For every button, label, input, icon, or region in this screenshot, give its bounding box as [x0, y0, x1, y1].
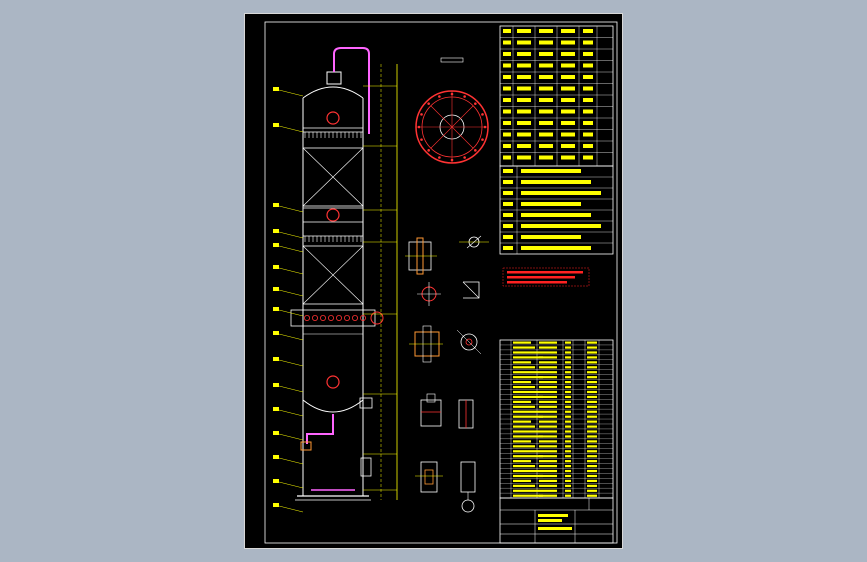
- manway-top: [326, 111, 340, 125]
- packing-bed-2: [302, 245, 364, 305]
- top-head: [302, 86, 364, 99]
- technical-notes: [502, 267, 590, 287]
- column-elevation-view: [273, 47, 398, 513]
- redistributor: [303, 207, 363, 237]
- detail-b: [459, 235, 489, 249]
- column-vessel-drawing: [264, 21, 618, 544]
- liquid-distributor-top: [303, 127, 363, 242]
- parts-list-table: [499, 339, 614, 499]
- bottom-head: [302, 399, 364, 413]
- skirt-opening: [360, 457, 372, 477]
- drawing-sheet: [244, 13, 623, 549]
- packing-bed-1: [302, 147, 364, 207]
- detail-h: [458, 399, 474, 429]
- detail-e: [409, 325, 443, 363]
- detail-a: [405, 237, 437, 275]
- manway-bottom: [326, 375, 340, 389]
- gas-inlet-nozzle: [370, 311, 384, 325]
- design-data-table: [499, 25, 614, 255]
- inner-border: [264, 21, 618, 544]
- detail-c: [417, 282, 441, 306]
- top-plan-view: [415, 57, 489, 164]
- liquid-outlet-pipe: [306, 414, 334, 444]
- support-grid: [290, 309, 384, 327]
- vapor-outlet-pipe: [333, 47, 370, 134]
- detail-sections: [405, 235, 489, 513]
- detail-j: [460, 461, 476, 513]
- top-nozzle: [326, 71, 342, 85]
- detail-d: [462, 281, 480, 299]
- detail-i: [415, 461, 443, 493]
- title-block: [499, 497, 614, 544]
- detail-g: [420, 393, 442, 427]
- detail-f: [456, 329, 482, 355]
